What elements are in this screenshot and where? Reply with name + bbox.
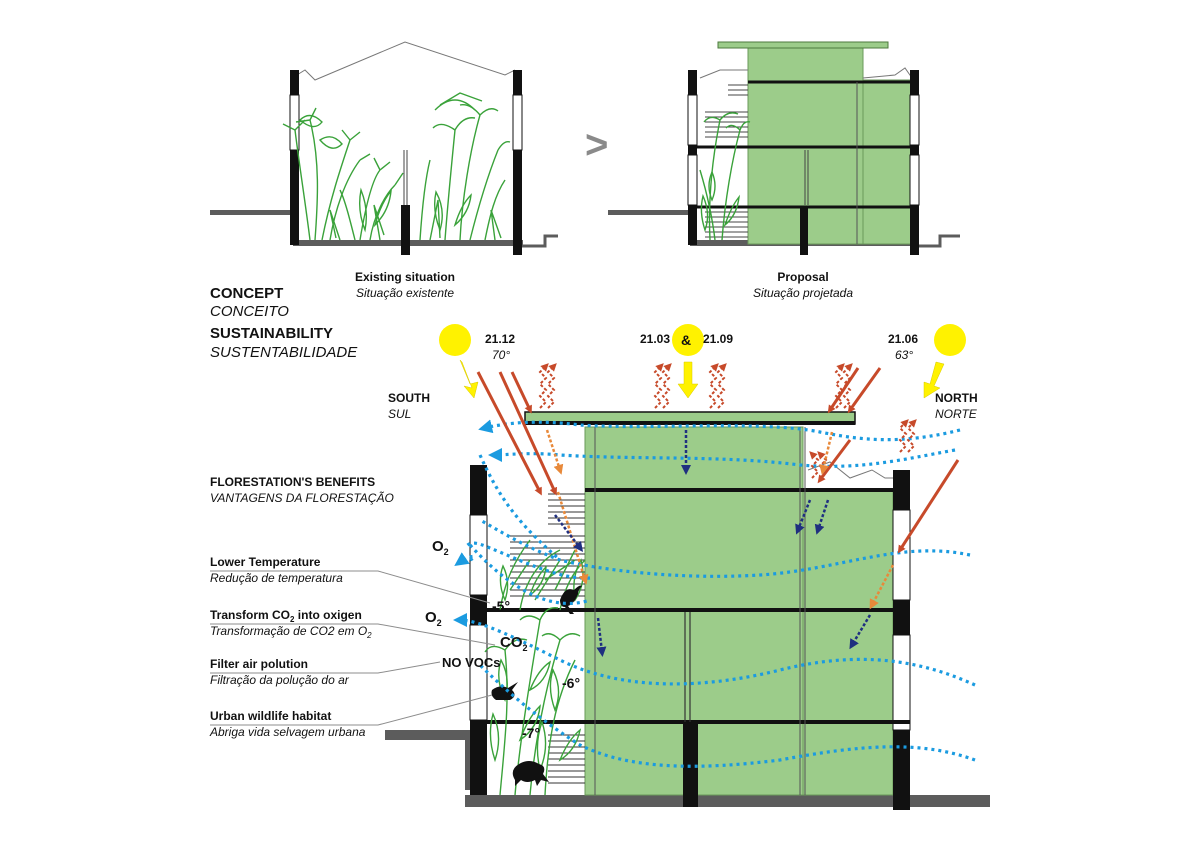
ground-right <box>520 234 558 248</box>
benefit-label: Urban wildlife habitat <box>210 709 331 723</box>
reflected-arrows <box>545 429 895 657</box>
orientation-north-pt: NORTE <box>935 407 978 421</box>
sun-arrow-north <box>923 361 945 399</box>
benefit-label: Lower Temperature <box>210 555 321 569</box>
existing-section <box>210 41 558 255</box>
benefit-label: Transform CO2 into oxigen <box>210 608 362 624</box>
existing-subtitle: Situação existente <box>356 286 454 300</box>
benefit-co2: Transform CO2 into oxigen Transformação … <box>210 608 496 646</box>
orientation-south-pt: SUL <box>388 407 411 421</box>
benefit-label-pt: Transformação de CO2 em O2 <box>210 624 372 640</box>
heading-sustainability: SUSTAINABILITY <box>210 325 333 342</box>
heading-concept-pt: CONCEITO <box>210 303 289 320</box>
orientation-south: SOUTH <box>388 391 430 405</box>
sun-date-sept: 21.09 <box>703 332 733 346</box>
window-main-left-1 <box>469 514 488 596</box>
benefit-wildlife: Urban wildlife habitat Abriga vida selva… <box>209 694 493 739</box>
window-main-right-1 <box>892 509 911 601</box>
window-right <box>512 94 523 151</box>
sun-date-march: 21.03 <box>640 332 670 346</box>
benefits-title: FLORESTATION'S BENEFITS <box>210 475 375 489</box>
sun-icon-south <box>439 324 471 356</box>
sun-arrow-equinox <box>677 361 699 399</box>
heading-sustainability-pt: SUSTENTABILIDADE <box>210 344 358 361</box>
hummingbird-icon <box>491 682 518 700</box>
sun-date-dec: 21.12 <box>485 332 515 346</box>
benefit-lower-temperature: Lower Temperature Redução de temperatura <box>210 555 491 604</box>
o2-label-top: O2 <box>432 538 449 557</box>
heading-concept: CONCEPT <box>210 285 283 302</box>
sun-date-amp: & <box>681 332 691 348</box>
temp-label-3: -7° <box>522 725 540 741</box>
ground-left <box>210 210 295 215</box>
plants-proposal <box>699 112 751 241</box>
ground-main-left <box>385 730 478 790</box>
sun-icon-equinox <box>672 324 704 356</box>
column-mid <box>401 205 410 255</box>
transition-arrow: > <box>585 123 608 167</box>
proposal-section <box>608 41 960 255</box>
window-main-right-2 <box>892 634 911 731</box>
main-section <box>385 324 990 810</box>
window-left <box>289 94 300 151</box>
temp-label-2: -6° <box>562 675 580 691</box>
green-roof-small <box>717 41 889 49</box>
benefit-filter-air: Filter air polution Filtração da polução… <box>210 657 441 687</box>
benefit-label: Filter air polution <box>210 657 308 671</box>
ground-main <box>465 795 990 807</box>
wall-left <box>290 70 299 245</box>
proposal-subtitle: Situação projetada <box>753 286 853 300</box>
wall-right <box>513 70 522 255</box>
temp-label-1: -5° <box>492 598 510 614</box>
sun-arrow-south <box>459 359 479 399</box>
orientation-north: NORTH <box>935 391 978 405</box>
proposal-title: Proposal <box>777 270 828 284</box>
plants-main <box>484 539 586 796</box>
existing-title: Existing situation <box>355 270 455 284</box>
bird-icon <box>560 585 582 614</box>
plants-existing <box>282 92 511 241</box>
window-main-left-2 <box>469 624 488 721</box>
benefit-label-pt: Redução de temperatura <box>210 571 343 585</box>
frog-icon <box>512 761 549 786</box>
no-vocs-label: NO VOCs <box>442 655 501 670</box>
benefit-label-pt: Abriga vida selvagem urbana <box>209 725 366 739</box>
co2-label: CO2 <box>500 634 528 653</box>
benefit-label-pt: Filtração da polução do ar <box>210 673 350 687</box>
sun-date-june: 21.06 <box>888 332 918 346</box>
benefits-title-pt: VANTAGENS DA FLORESTAÇÃO <box>210 491 394 505</box>
o2-label-mid: O2 <box>425 609 442 628</box>
sun-angle-june: 63° <box>895 348 913 362</box>
wind-flows <box>453 419 976 768</box>
roof-outline <box>291 41 516 81</box>
sun-icon-north <box>934 324 966 356</box>
sun-angle-dec: 70° <box>492 348 510 362</box>
